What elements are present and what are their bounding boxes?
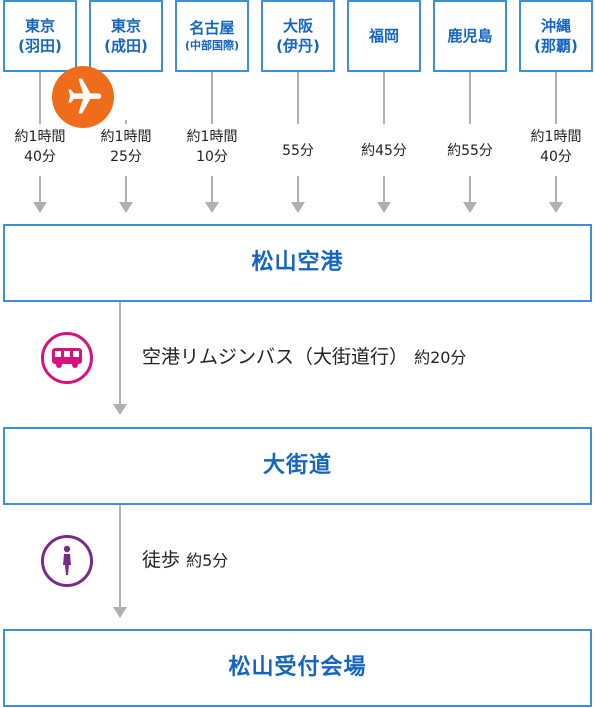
time-line: 10分	[196, 148, 228, 165]
origin-name: 鹿児島	[447, 26, 493, 45]
station-label: 松山受付会場	[228, 655, 367, 680]
origin-nagoya: 名古屋 (中部国際)	[175, 0, 249, 72]
connector-line	[555, 72, 557, 124]
flight-time-fukuoka: 約45分	[344, 142, 424, 162]
connector-line	[211, 176, 213, 202]
bus-icon	[41, 332, 93, 384]
time-line: 約1時間	[14, 129, 66, 145]
origin-tokyo-haneda: 東京 (羽田)	[3, 0, 77, 72]
bus-mode: 空港リムジンバス（大街道行）	[142, 346, 409, 368]
connector-line	[125, 176, 127, 202]
station-label: 松山空港	[251, 250, 344, 275]
bus-time: 約20分	[414, 348, 467, 367]
flight-time-narita: 約1時間 25分	[86, 128, 166, 167]
walk-mode: 徒歩	[142, 549, 181, 571]
time-line: 40分	[540, 148, 572, 165]
arrowhead	[205, 202, 219, 213]
airplane-icon	[52, 66, 114, 128]
flight-time-osaka: 55分	[258, 142, 338, 162]
origin-name: 東京	[110, 16, 141, 35]
station-matsuyama-venue: 松山受付会場	[3, 629, 592, 707]
connector-line	[383, 72, 385, 124]
origin-airport: (伊丹)	[276, 37, 320, 55]
origin-airport: (羽田)	[18, 37, 62, 55]
origin-kagoshima: 鹿児島	[433, 0, 507, 72]
flight-time-haneda: 約1時間 40分	[0, 128, 80, 167]
time-line: 55分	[282, 143, 314, 159]
time-line: 約55分	[447, 143, 493, 159]
origin-osaka: 大阪 (伊丹)	[261, 0, 335, 72]
arrowhead	[119, 202, 133, 213]
arrowhead	[463, 202, 477, 213]
origin-name: 名古屋	[189, 19, 235, 38]
flight-time-kagoshima: 約55分	[430, 142, 510, 162]
arrowhead	[291, 202, 305, 213]
walk-step-text: 徒歩 約5分	[142, 545, 228, 572]
arrowhead	[33, 202, 47, 213]
arrowhead	[113, 404, 127, 415]
connector-line	[119, 505, 121, 607]
time-line: 約45分	[361, 143, 407, 159]
bus-step-text: 空港リムジンバス（大街道行） 約20分	[142, 342, 466, 369]
origin-tokyo-narita: 東京 (成田)	[89, 0, 163, 72]
time-line: 約1時間	[100, 129, 152, 145]
connector-line	[297, 176, 299, 202]
connector-line	[297, 72, 299, 124]
connector-line	[383, 176, 385, 202]
flight-time-okinawa: 約1時間 40分	[516, 128, 595, 167]
connector-line	[555, 176, 557, 202]
origin-airport: (那覇)	[534, 37, 578, 55]
walking-person-icon	[41, 535, 93, 587]
origin-name: 東京	[24, 16, 55, 35]
connector-line	[469, 176, 471, 202]
flight-time-nagoya: 約1時間 10分	[172, 128, 252, 167]
arrowhead	[549, 202, 563, 213]
station-okaido: 大街道	[3, 427, 592, 505]
time-line: 25分	[110, 148, 142, 165]
walk-time: 約5分	[186, 551, 229, 570]
connector-line	[469, 72, 471, 124]
connector-line	[39, 72, 41, 124]
origin-airport: (成田)	[104, 37, 148, 55]
arrowhead	[113, 607, 127, 618]
arrowhead	[377, 202, 391, 213]
station-matsuyama-airport: 松山空港	[3, 224, 592, 302]
time-line: 約1時間	[530, 129, 582, 145]
origin-airport: (中部国際)	[184, 38, 240, 52]
origin-name: 沖縄	[540, 16, 571, 35]
origin-okinawa: 沖縄 (那覇)	[519, 0, 593, 72]
time-line: 約1時間	[186, 129, 238, 145]
origin-name: 福岡	[368, 26, 399, 45]
time-line: 40分	[24, 148, 56, 165]
station-label: 大街道	[262, 453, 332, 478]
connector-line	[39, 176, 41, 202]
origin-name: 大阪	[282, 16, 313, 35]
connector-line	[119, 302, 121, 404]
connector-line	[125, 120, 127, 124]
connector-line	[211, 72, 213, 124]
origin-fukuoka: 福岡	[347, 0, 421, 72]
